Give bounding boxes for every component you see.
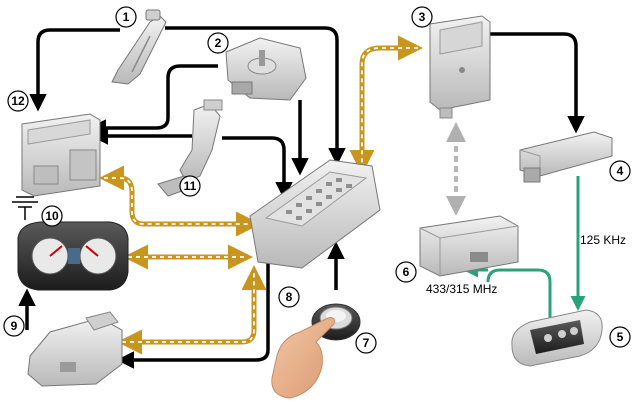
callout-2: 2: [207, 32, 229, 54]
callout-8: 8: [278, 286, 300, 308]
callout-label: 2: [215, 36, 222, 50]
callout-6: 6: [395, 261, 417, 283]
engine-control-module: [21, 113, 101, 197]
instrument-cluster: [17, 221, 129, 291]
central-junction-box: [249, 159, 381, 269]
callout-4: 4: [609, 160, 631, 182]
steering-column-lock: [27, 311, 123, 387]
callout-label: 11: [184, 179, 197, 193]
callout-label: 8: [286, 290, 293, 304]
control-module-top-right: [429, 15, 491, 119]
finger-hand: [271, 317, 335, 399]
callout-label: 7: [363, 336, 370, 350]
callout-1: 1: [115, 6, 137, 28]
wire-pedal-to-cjb: [165, 26, 346, 166]
callout-label: 5: [617, 330, 624, 344]
callout-7: 7: [355, 332, 377, 354]
ground-symbol: [12, 196, 38, 220]
callout-label: 10: [45, 209, 59, 223]
connections: [18, 26, 586, 369]
accelerator-pedal: [111, 9, 167, 85]
wire-actuator-to-ecm: [88, 64, 218, 137]
callouts: 1 2 3 4 5 6 7 8 9 10 11 12: [3, 6, 631, 354]
can-ecm-to-cjb: [99, 165, 261, 237]
callout-label: 12: [11, 94, 25, 108]
callout-label: 4: [617, 164, 624, 178]
callout-12: 12: [7, 90, 29, 112]
can-module3-to-cjb: [349, 35, 423, 175]
callout-label: 9: [11, 319, 18, 333]
callout-10: 10: [41, 205, 63, 227]
receiver-module: [419, 215, 519, 277]
callout-11: 11: [179, 175, 201, 197]
wire-brake-to-cjb: [222, 136, 293, 200]
callout-label: 1: [123, 10, 130, 24]
wire-cjb-to-steering-lock: [116, 262, 270, 369]
callout-9: 9: [3, 315, 25, 337]
freq-label-433-315mhz: 433/315 MHz: [426, 282, 497, 296]
can-steering-lock-to-cjb: [117, 265, 267, 355]
actuator-motor: [225, 37, 307, 101]
callout-3: 3: [411, 6, 433, 28]
callout-5: 5: [609, 326, 631, 348]
smart-key-fob: [511, 309, 603, 367]
wire-pedal-to-ecm: [29, 28, 120, 112]
antenna-module: [519, 131, 613, 183]
callout-label: 3: [419, 10, 426, 24]
rf-fob-to-receiver: [486, 268, 552, 324]
callout-label: 6: [403, 265, 410, 279]
freq-label-125khz: 125 KHz: [580, 233, 626, 247]
wire-module3-to-antenna: [487, 32, 585, 134]
